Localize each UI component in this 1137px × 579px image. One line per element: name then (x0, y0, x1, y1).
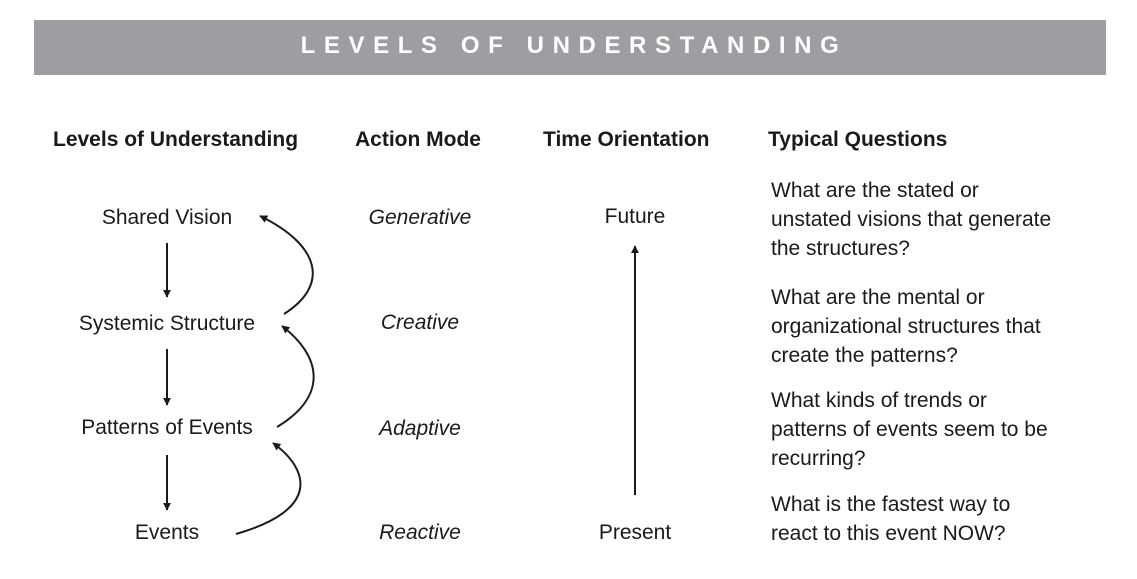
mode-creative: Creative (380, 311, 460, 334)
time-present: Present (598, 521, 672, 544)
title-banner: LEVELS OF UNDERSTANDING (34, 20, 1106, 75)
mode-adaptive: Adaptive (379, 417, 461, 440)
level-patterns-of-events: Patterns of Events (81, 416, 253, 439)
curve-arrow-structure-to-vision (259, 215, 314, 315)
header-typical-questions: Typical Questions (768, 128, 948, 151)
question-line: the structures? (771, 237, 910, 260)
question-line: What are the mental or (771, 286, 985, 309)
header-time-orientation: Time Orientation (543, 128, 710, 151)
question-line: What is the fastest way to (771, 493, 1011, 516)
level-shared-vision: Shared Vision (101, 206, 233, 229)
banner-title: LEVELS OF UNDERSTANDING (300, 32, 848, 59)
question-line: patterns of events seem to be (771, 418, 1048, 441)
mode-generative: Generative (368, 206, 472, 229)
question-line: react to this event NOW? (771, 522, 1006, 545)
header-action-mode: Action Mode (355, 128, 481, 151)
question-line: What kinds of trends or (771, 389, 987, 412)
question-events: What is the fastest way to react to this… (771, 490, 1010, 548)
header-levels: Levels of Understanding (53, 128, 299, 151)
question-line: unstated visions that generate (771, 208, 1052, 231)
curve-arrow-patterns-to-structure (276, 325, 315, 428)
question-patterns-of-events: What kinds of trends or patterns of even… (771, 386, 1048, 473)
curve-arrow-events-to-patterns (235, 442, 302, 535)
question-line: recurring? (771, 447, 866, 470)
question-line: organizational structures that (771, 315, 1041, 338)
time-future: Future (604, 205, 666, 228)
level-systemic-structure: Systemic Structure (78, 312, 256, 335)
question-systemic-structure: What are the mental or organizational st… (771, 283, 1041, 370)
question-line: create the patterns? (771, 344, 958, 367)
question-line: What are the stated or (771, 179, 979, 202)
level-events: Events (134, 521, 200, 544)
mode-reactive: Reactive (379, 521, 461, 544)
question-shared-vision: What are the stated or unstated visions … (771, 176, 1051, 263)
